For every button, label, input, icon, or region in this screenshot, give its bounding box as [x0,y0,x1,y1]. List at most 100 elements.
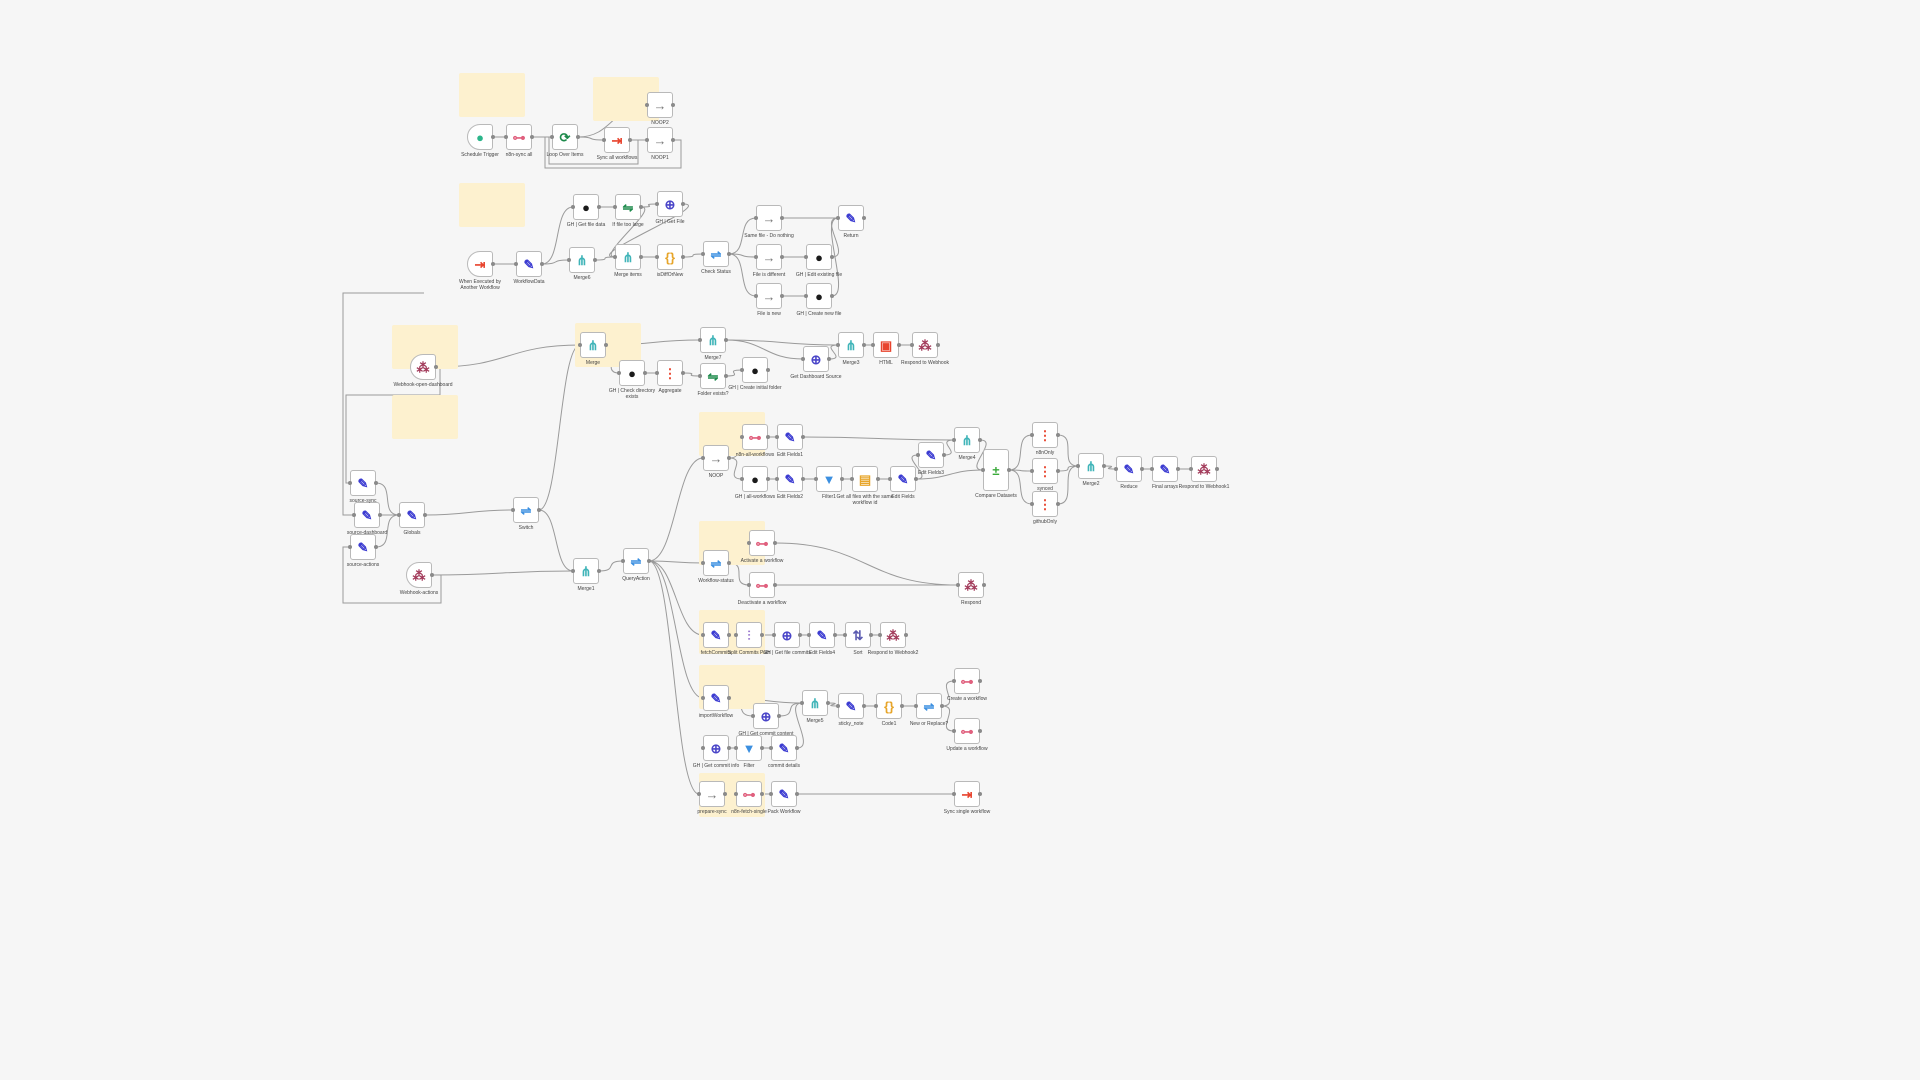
input-handle[interactable] [807,633,811,637]
output-handle[interactable] [914,477,918,481]
input-handle[interactable] [348,545,352,549]
workflow-node[interactable]: ⁂ [910,332,940,358]
workflow-node[interactable]: ✎ [836,205,866,231]
workflow-node[interactable]: ✎ [397,502,427,528]
connection-line[interactable] [728,457,743,480]
input-handle[interactable] [836,704,840,708]
workflow-node[interactable]: ● [740,357,770,383]
input-handle[interactable] [697,792,701,796]
input-handle[interactable] [567,258,571,262]
output-handle[interactable] [876,477,880,481]
workflow-node[interactable]: → [754,244,784,270]
output-handle[interactable] [773,583,777,587]
connection-line[interactable] [375,482,400,516]
connection-line[interactable] [725,339,839,346]
workflow-node[interactable]: ⁂ [410,354,438,380]
connection-line[interactable] [375,514,400,548]
input-handle[interactable] [952,438,956,442]
input-handle[interactable] [734,792,738,796]
connection-line[interactable] [728,217,757,255]
workflow-node[interactable]: ⊕ [772,622,802,648]
workflow-node[interactable]: ⇌ [701,550,731,576]
workflow-node[interactable]: ⊕ [801,346,831,372]
input-handle[interactable] [804,255,808,259]
connection-line[interactable] [941,680,955,707]
workflow-node[interactable]: → [645,92,675,118]
connection-line[interactable] [424,509,514,516]
output-handle[interactable] [597,569,601,573]
output-handle[interactable] [780,294,784,298]
input-handle[interactable] [655,202,659,206]
connection-line[interactable] [577,136,605,141]
input-handle[interactable] [397,513,401,517]
output-handle[interactable] [643,371,647,375]
output-handle[interactable] [727,456,731,460]
input-handle[interactable] [843,633,847,637]
workflow-node[interactable]: ⊶ [740,424,770,450]
input-handle[interactable] [734,746,738,750]
input-handle[interactable] [952,792,956,796]
workflow-node[interactable]: ⋮ [1030,458,1060,484]
connection-line[interactable] [682,372,701,377]
output-handle[interactable] [780,255,784,259]
output-handle[interactable] [862,343,866,347]
input-handle[interactable] [701,252,705,256]
workflow-node[interactable]: ⋔ [571,558,601,584]
output-handle[interactable] [597,205,601,209]
input-handle[interactable] [910,343,914,347]
output-handle[interactable] [491,262,495,266]
input-handle[interactable] [613,205,617,209]
input-handle[interactable] [804,294,808,298]
workflow-node[interactable]: ⋔ [836,332,866,358]
output-handle[interactable] [936,343,940,347]
connection-line[interactable] [802,436,955,441]
input-handle[interactable] [740,435,744,439]
workflow-node[interactable]: ⇥ [467,251,495,277]
connection-line[interactable] [538,509,574,572]
connection-line[interactable] [1008,469,1033,505]
workflow-node[interactable]: ✎ [352,502,382,528]
output-handle[interactable] [826,701,830,705]
connection-line[interactable] [778,702,803,717]
output-handle[interactable] [724,374,728,378]
input-handle[interactable] [914,704,918,708]
connection-line[interactable] [640,203,658,208]
output-handle[interactable] [833,633,837,637]
connection-line[interactable] [594,256,616,261]
workflow-node[interactable]: ⁂ [878,622,908,648]
output-handle[interactable] [1140,467,1144,471]
output-handle[interactable] [430,573,434,577]
output-handle[interactable] [540,262,544,266]
output-handle[interactable] [374,545,378,549]
output-handle[interactable] [491,135,495,139]
input-handle[interactable] [655,371,659,375]
output-handle[interactable] [1056,502,1060,506]
connection-line[interactable] [682,253,704,258]
output-handle[interactable] [760,633,764,637]
input-handle[interactable] [754,294,758,298]
output-handle[interactable] [724,338,728,342]
output-handle[interactable] [681,202,685,206]
input-handle[interactable] [800,701,804,705]
input-handle[interactable] [1114,467,1118,471]
output-handle[interactable] [942,453,946,457]
workflow-node[interactable]: ● [617,360,647,386]
output-handle[interactable] [1007,468,1011,472]
workflow-node[interactable]: ✎ [701,685,731,711]
input-handle[interactable] [754,216,758,220]
input-handle[interactable] [747,583,751,587]
output-handle[interactable] [900,704,904,708]
connection-line[interactable] [541,206,574,265]
workflow-node[interactable]: → [645,127,675,153]
workflow-node[interactable]: ⋮ [655,360,685,386]
output-handle[interactable] [727,561,731,565]
output-handle[interactable] [374,481,378,485]
input-handle[interactable] [775,435,779,439]
sticky-note[interactable] [392,395,458,439]
output-handle[interactable] [780,216,784,220]
input-handle[interactable] [747,541,751,545]
output-handle[interactable] [639,255,643,259]
workflow-node[interactable]: → [754,283,784,309]
input-handle[interactable] [1030,502,1034,506]
connection-line[interactable] [598,560,624,572]
